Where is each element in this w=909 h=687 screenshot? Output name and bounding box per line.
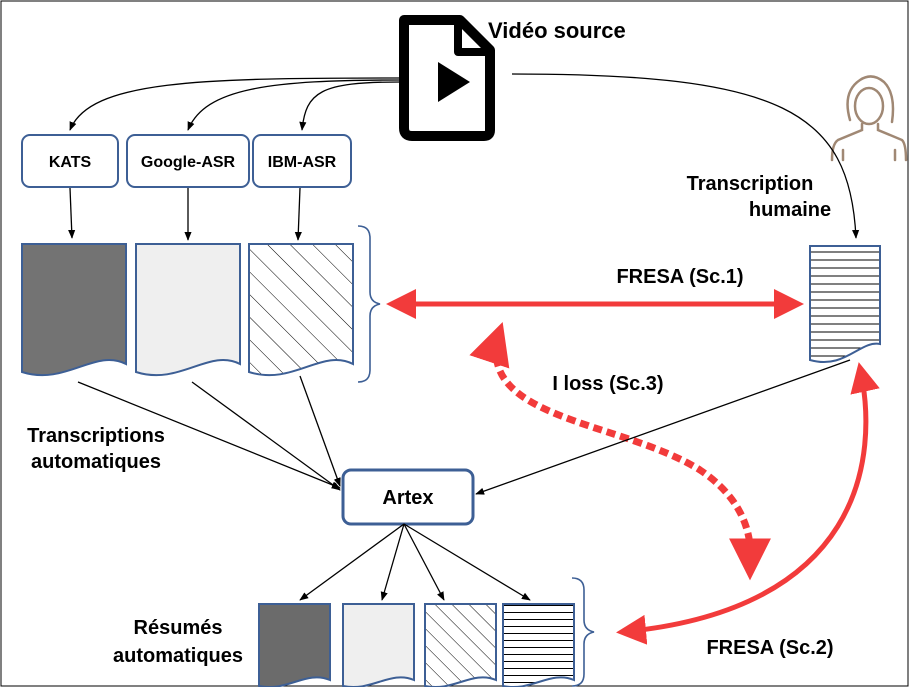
artex-box: Artex — [341, 468, 475, 526]
summary-google — [342, 603, 415, 687]
doc-kats — [21, 243, 127, 377]
asr-label-kats: KATS — [49, 154, 92, 171]
iloss-label: I loss (Sc.3) — [552, 373, 663, 395]
asr-box-google: Google-ASR — [126, 134, 250, 188]
iloss-arrow — [469, 322, 772, 581]
asr-box-kats: KATS — [21, 134, 119, 188]
brace-summaries — [571, 577, 595, 687]
summary-kats — [258, 603, 331, 687]
summaries-label-line1: Résumés — [134, 617, 223, 639]
fresa1-label: FRESA (Sc.1) — [616, 266, 743, 288]
human-label-line2: humaine — [749, 199, 831, 221]
video-source-label: Vidéo source — [488, 18, 626, 43]
artex-output-edges — [299, 523, 531, 601]
brace-transcriptions — [357, 225, 381, 383]
fresa2-arrow — [616, 362, 880, 645]
fresa2-label: FRESA (Sc.2) — [706, 637, 833, 659]
video-file-icon — [399, 15, 495, 141]
summaries-label-line2: automatiques — [113, 645, 243, 667]
doc-human — [809, 245, 881, 363]
asr-label-google: Google-ASR — [141, 154, 236, 171]
artex-input-edges — [77, 359, 851, 495]
doc-google — [135, 243, 241, 377]
human-label-line1: Transcription — [687, 173, 814, 195]
asr-label-ibm: IBM-ASR — [268, 154, 337, 171]
doc-ibm — [248, 243, 354, 377]
summary-ibm — [424, 603, 497, 687]
artex-label: Artex — [382, 487, 433, 509]
asr-box-ibm: IBM-ASR — [252, 134, 352, 188]
asr-to-doc-edges — [68, 187, 302, 241]
summary-human — [502, 603, 575, 687]
source-edges — [69, 73, 860, 239]
auto-label-line2: automatiques — [31, 451, 161, 473]
person-icon — [830, 75, 908, 162]
auto-label-line1: Transcriptions — [27, 425, 165, 447]
